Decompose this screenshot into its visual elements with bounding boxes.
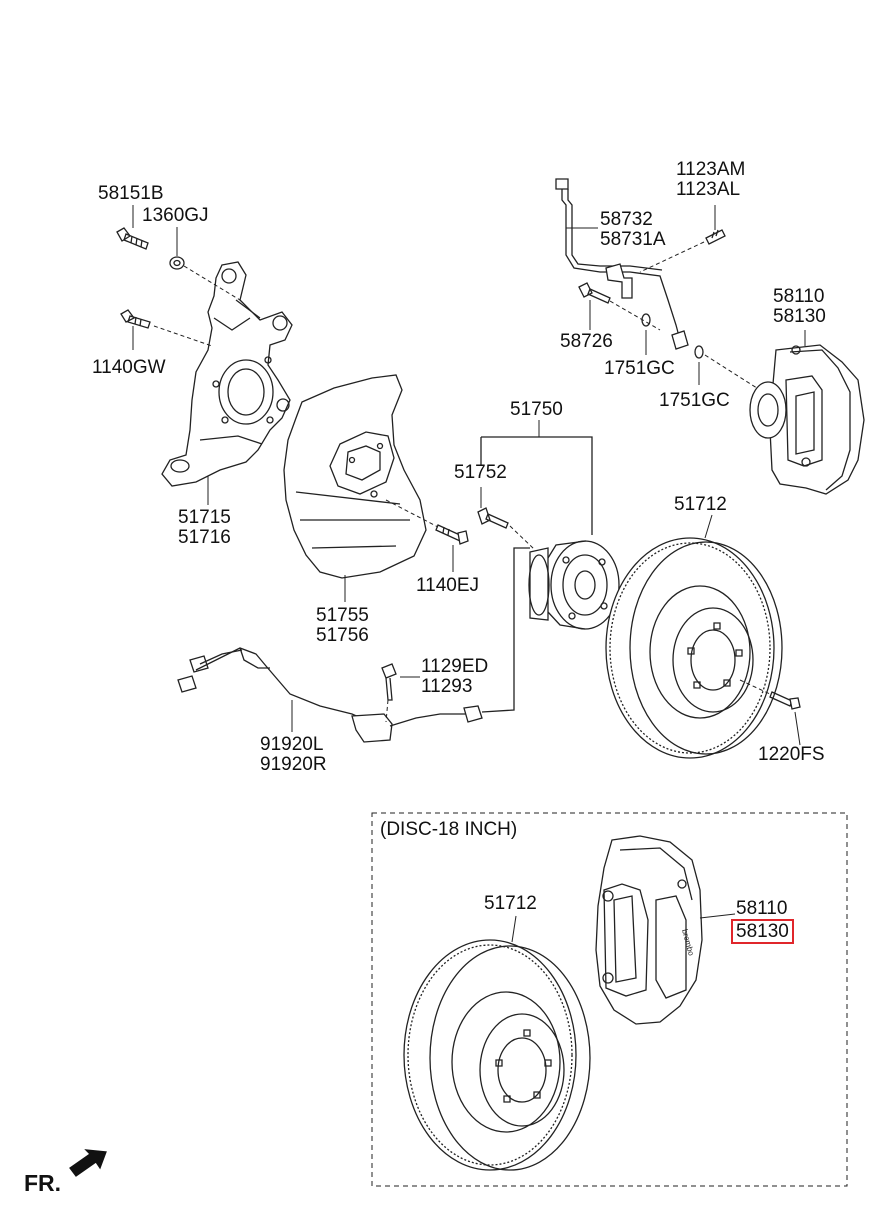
label-51756: 51756 (316, 625, 369, 646)
brake-hose (556, 179, 688, 349)
bolt-58726 (579, 283, 610, 303)
label-51752: 51752 (454, 462, 507, 483)
label-58110-58130-top: 58110 58130 (773, 287, 826, 327)
label-58726: 58726 (560, 331, 613, 352)
label-58110-inset: 58110 (736, 898, 788, 919)
washer-1751GC-b (695, 346, 703, 358)
wheel-stud-51752 (478, 508, 508, 528)
bolt-1140EJ (436, 525, 468, 544)
bolt-1129ED (382, 664, 396, 700)
label-1123AL: 1123AL (676, 179, 741, 200)
brake-caliper-18in: brembo (596, 836, 702, 1024)
arrow-fr-icon (70, 1150, 106, 1176)
label-1123AM-1123AL: 1123AM 1123AL (676, 160, 745, 200)
label-1220FS: 1220FS (758, 744, 825, 765)
label-58130: 58130 (773, 306, 826, 327)
wheel-speed-sensor (178, 548, 530, 742)
label-51750: 51750 (510, 399, 563, 420)
label-58151B: 58151B (98, 183, 164, 204)
bolt-58151B (117, 228, 148, 249)
label-51716: 51716 (178, 527, 231, 548)
label-58130-highlighted[interactable]: 58130 (731, 919, 794, 944)
label-51715: 51715 (178, 507, 231, 528)
label-1129ED-11293: 1129ED 11293 (421, 657, 488, 697)
screw-1220FS (770, 692, 800, 709)
label-1140GW: 1140GW (92, 357, 166, 378)
label-91920L: 91920L (260, 734, 324, 755)
label-58110: 58110 (773, 286, 825, 307)
label-51715-51716: 51715 51716 (178, 508, 231, 548)
label-1751GC-b: 1751GC (659, 390, 730, 411)
dust-shield (284, 375, 426, 578)
washer-1751GC-a (642, 314, 650, 326)
label-1360GJ: 1360GJ (142, 205, 209, 226)
brake-caliper-top (750, 345, 864, 494)
label-11293: 11293 (421, 676, 473, 697)
label-1129ED: 1129ED (421, 656, 489, 677)
label-51755: 51755 (316, 605, 369, 626)
label-1140EJ: 1140EJ (416, 575, 480, 596)
nut-1360GJ (170, 257, 184, 269)
label-58731A: 58731A (600, 229, 666, 250)
steering-knuckle (162, 262, 292, 486)
label-51712-top: 51712 (674, 494, 727, 515)
label-58110-58130-inset: 58110 58130 (731, 898, 794, 944)
label-51755-51756: 51755 51756 (316, 606, 369, 646)
wheel-hub (481, 420, 619, 629)
brake-rotor (606, 538, 782, 758)
label-58732-58731A: 58732 58731A (600, 210, 666, 250)
bolt-1123AM (706, 230, 725, 244)
label-58732: 58732 (600, 209, 653, 230)
label-1751GC-a: 1751GC (604, 358, 675, 379)
label-91920R: 91920R (260, 754, 327, 775)
label-51712-inset: 51712 (484, 893, 537, 914)
brake-rotor-18in (404, 940, 590, 1170)
direction-label: FR. (24, 1170, 62, 1196)
inset-title: (DISC-18 INCH) (380, 819, 518, 840)
bolt-1140GW (121, 310, 150, 328)
label-91920L-91920R: 91920L 91920R (260, 735, 327, 775)
label-1123AM: 1123AM (676, 159, 746, 180)
